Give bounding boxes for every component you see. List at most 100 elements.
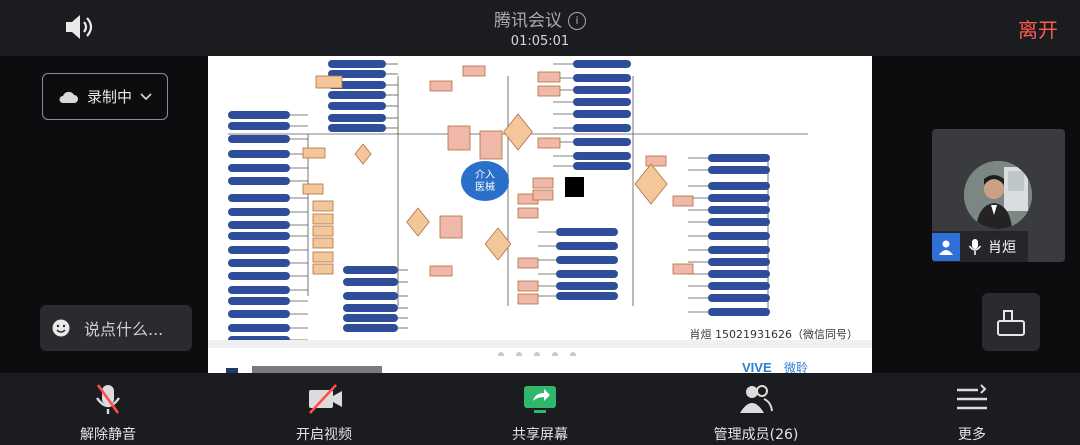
center-node-label: 医械 (475, 180, 495, 193)
leaf-node (228, 122, 290, 130)
leaf-node (556, 292, 618, 300)
leaf-node (573, 162, 631, 170)
diamond-node (406, 207, 430, 237)
leaf-node (708, 194, 770, 202)
leaf-node (228, 111, 290, 119)
leaf-node (556, 270, 618, 278)
page-dot[interactable] (570, 352, 576, 358)
leaf-node (343, 304, 398, 312)
branch-node (429, 80, 453, 92)
leaf-node (556, 282, 618, 290)
rotate-screen-icon (997, 310, 1025, 336)
leave-button[interactable]: 离开 (1018, 18, 1058, 42)
heading-marker (226, 368, 238, 373)
branch-node (302, 183, 324, 195)
participant-name: 肖烜 (988, 239, 1016, 256)
rotate-screen-button[interactable] (982, 293, 1040, 351)
leaf-node (328, 81, 386, 89)
leaf-node (573, 110, 631, 118)
leaf-node (708, 218, 770, 226)
leaf-node (708, 206, 770, 214)
meeting-title-text: 腾讯会议 (494, 11, 562, 31)
members-icon (740, 385, 773, 413)
branch-node (429, 265, 453, 277)
leaf-node (228, 194, 290, 202)
speaker-icon[interactable] (62, 12, 96, 42)
diamond-node (503, 113, 533, 151)
leaf-node (343, 314, 398, 322)
more-label: 更多 (958, 427, 986, 443)
start-video-button[interactable]: 开启视频 (264, 373, 384, 445)
more-button[interactable]: 更多 (912, 373, 1032, 445)
branch-node (312, 200, 334, 212)
heading-text-blur (252, 366, 382, 373)
branch-node (312, 213, 334, 225)
person-icon (932, 232, 960, 261)
leaf-node (228, 246, 290, 254)
unmute-label: 解除静音 (80, 427, 136, 443)
mic-muted-icon (96, 384, 120, 414)
branch-node (312, 225, 334, 237)
page-dot[interactable] (552, 352, 558, 358)
info-icon[interactable]: i (568, 12, 586, 30)
diamond-node (354, 143, 372, 165)
branch-node (315, 75, 343, 89)
leaf-node (228, 324, 290, 332)
shared-screen[interactable]: 介入医械 肖烜 15021931626（微信同号） VIVE 微聆 (208, 56, 872, 373)
leaf-node (708, 166, 770, 174)
center-node-label: 介入 (475, 169, 495, 181)
branch-node (479, 130, 503, 160)
page-dot[interactable] (534, 352, 540, 358)
branch-node (517, 257, 539, 269)
participant-avatar (964, 161, 1032, 229)
leaf-node (228, 310, 290, 318)
leaf-node (573, 74, 631, 82)
unmute-button[interactable]: 解除静音 (48, 373, 168, 445)
redaction-block (565, 177, 584, 197)
cloud-icon (59, 91, 78, 103)
leaf-node (228, 286, 290, 294)
leaf-node (556, 228, 618, 236)
emoji-icon[interactable] (52, 319, 70, 337)
manage-members-button[interactable]: 管理成员(26) (696, 373, 816, 445)
branch-node (439, 215, 463, 239)
leaf-node (343, 278, 398, 286)
leaf-node (228, 150, 290, 158)
branch-node (672, 263, 694, 275)
start-video-label: 开启视频 (296, 427, 352, 443)
diamond-node (484, 227, 512, 261)
leaf-node (573, 152, 631, 160)
leaf-node (328, 70, 386, 78)
branch-node (532, 189, 554, 201)
page-indicator[interactable] (498, 343, 588, 362)
page-dot[interactable] (516, 352, 522, 358)
center-node (461, 161, 509, 201)
share-screen-button[interactable]: 共享屏幕 (480, 373, 600, 445)
leaf-node (343, 292, 398, 300)
leaf-node (228, 259, 290, 267)
leaf-node (228, 221, 290, 229)
bottom-toolbar: 解除静音 开启视频 共享屏幕 管理成员(26) (0, 373, 1080, 445)
leaf-node (573, 124, 631, 132)
branch-node (312, 237, 334, 249)
branch-node (517, 293, 539, 305)
participant-name-tag: 肖烜 (932, 231, 1016, 262)
leaf-node (228, 135, 290, 143)
branch-node (517, 280, 539, 292)
page-separator (208, 340, 872, 348)
recording-dropdown[interactable]: 录制中 (42, 73, 168, 120)
branch-node (672, 195, 694, 207)
diamond-node (634, 163, 668, 205)
presenter-caption: 肖烜 15021931626（微信同号） (689, 328, 858, 341)
next-page-preview: VIVE 微聆 (208, 356, 872, 373)
svg-text:微聆: 微聆 (784, 361, 808, 373)
branch-node (302, 147, 326, 159)
svg-text:VIVE: VIVE (742, 360, 772, 373)
participant-tile[interactable]: 肖烜 (932, 129, 1065, 262)
recording-label: 录制中 (87, 88, 133, 106)
page-dot[interactable] (498, 352, 504, 358)
leaf-node (228, 208, 290, 216)
chat-input[interactable]: 说点什么... (40, 305, 192, 351)
share-screen-label: 共享屏幕 (512, 427, 568, 443)
